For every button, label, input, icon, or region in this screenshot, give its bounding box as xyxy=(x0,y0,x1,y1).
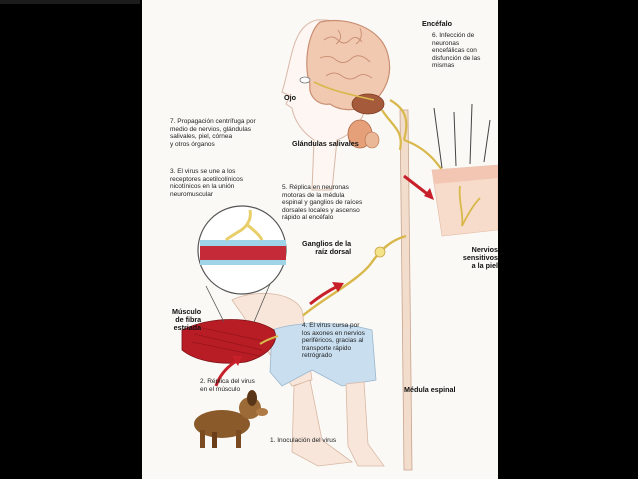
label-medula: Médula espinal xyxy=(404,385,456,394)
label-musculo: Músculo de fibra estriada xyxy=(172,307,202,332)
label-step6: 6. Infección de neuronas encefálicas con… xyxy=(432,32,481,70)
rabies-pathogenesis-illustration xyxy=(181,19,498,471)
lower-leg-2 xyxy=(345,381,385,467)
cerebellum xyxy=(351,93,385,115)
dog-ear xyxy=(247,390,257,406)
salivary-gland-2 xyxy=(364,131,380,149)
striated-muscle xyxy=(181,319,276,364)
figure-canvas: Encéfalo 6. Infección de neuronas encefá… xyxy=(142,0,498,479)
label-glandulas: Glándulas salivales xyxy=(292,139,359,148)
skin-nerve xyxy=(458,185,481,227)
dog-leg-3 xyxy=(212,432,217,448)
skin-layer xyxy=(432,165,498,184)
spinal-cord xyxy=(399,109,413,471)
label-step1: 1. Inoculación del virus xyxy=(270,437,337,444)
nerve-terminal xyxy=(224,209,264,242)
dog-leg-2 xyxy=(236,430,241,448)
top-bar xyxy=(0,0,140,4)
lower-leg xyxy=(291,379,354,467)
nerve-eye xyxy=(313,81,375,101)
arrow-replication-head xyxy=(232,356,242,366)
label-encefalo: Encéfalo xyxy=(422,19,452,28)
arrow-ascend-head xyxy=(332,282,344,292)
dog-snout xyxy=(256,408,268,416)
membrane-band-2 xyxy=(200,260,286,265)
muscle-nerve xyxy=(259,335,279,345)
hair-follicles xyxy=(433,103,491,169)
muscle-fiber-band xyxy=(200,246,286,260)
label-step2: 2. Réplica del virus en el músculo xyxy=(200,378,255,393)
muscle-striations xyxy=(191,327,269,357)
dog-leg-1 xyxy=(200,430,205,448)
label-step7: 7. Propagación centrífuga por medio de n… xyxy=(170,118,256,148)
brain-folds xyxy=(319,27,373,80)
eye xyxy=(299,76,311,84)
dorsal-root-ganglion xyxy=(374,246,386,258)
arrow-to-skin xyxy=(403,174,431,198)
arrow-to-skin-head xyxy=(424,188,434,200)
membrane-band xyxy=(200,240,286,246)
label-step5: 5. Réplica en neuronas motoras de la méd… xyxy=(282,184,363,222)
label-step4: 4. El virus cursa por los axones en nerv… xyxy=(302,322,365,360)
label-ojo: Ojo xyxy=(284,93,296,102)
magnifier-lines xyxy=(205,283,271,323)
label-nervios: Nervios sensitivos a la piel xyxy=(462,245,498,270)
shorts xyxy=(269,322,377,387)
label-ganglios: Ganglios de la raíz dorsal xyxy=(302,239,352,256)
label-step3: 3. El virus se une a los receptores acet… xyxy=(170,168,243,198)
